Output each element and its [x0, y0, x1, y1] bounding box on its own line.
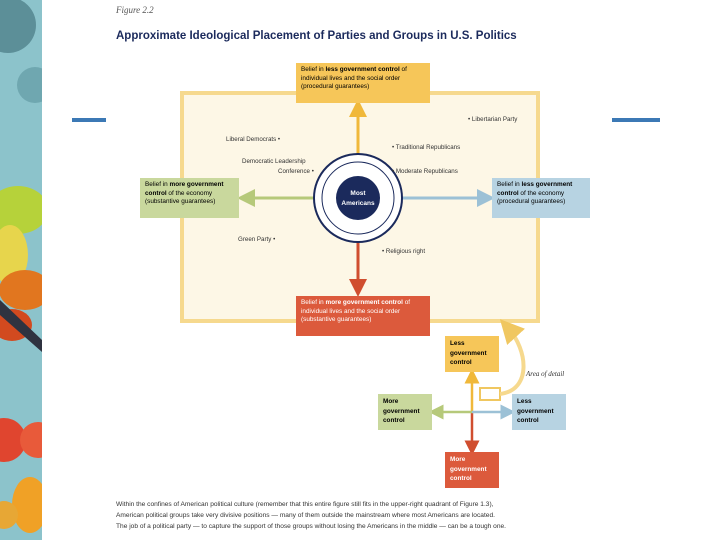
decorative-side-image: [0, 0, 42, 540]
center-circle: [336, 176, 380, 220]
group-religious-right: • Religious right: [382, 248, 426, 255]
detail-box-right: Less government control: [512, 394, 566, 430]
axis-box-right: Belief in less government control of the…: [492, 178, 590, 218]
accent-line-right: [612, 118, 660, 122]
group-dlc-line1: Democratic Leadership: [242, 158, 306, 165]
detail-box-left: More government control: [378, 394, 432, 430]
figure-title: Approximate Ideological Placement of Par…: [116, 30, 517, 42]
center-label-line1: Most: [350, 190, 366, 197]
axis-box-left: Belief in more government control of the…: [140, 178, 239, 218]
group-liberal-democrats: Liberal Democrats •: [226, 136, 281, 143]
group-dlc-line2: Conference •: [278, 168, 314, 175]
group-libertarian-party: • Libertarian Party: [468, 116, 518, 123]
axis-box-bottom: Belief in more government control of ind…: [296, 296, 430, 336]
group-moderate-republicans: • Moderate Republicans: [392, 168, 458, 175]
detail-box-top: Less government control: [445, 336, 499, 372]
group-traditional-republicans: • Traditional Republicans: [392, 144, 461, 151]
figure-label: Figure 2.2: [116, 5, 154, 15]
accent-line-left: [72, 118, 106, 122]
figure-caption: Within the confines of American politica…: [116, 500, 616, 533]
caption-line-3: The job of a political party — to captur…: [116, 522, 506, 530]
detail-curve-arrow: [499, 319, 526, 396]
detail-area-label: Area of detail: [526, 370, 565, 378]
caption-line-2: American political groups take very divi…: [116, 511, 495, 519]
center-label-line2: Americans: [341, 200, 375, 207]
detail-box-bottom: More government control: [445, 452, 499, 488]
axis-box-top: Belief in less government control of ind…: [296, 63, 430, 103]
detail-area-box: [479, 387, 501, 401]
caption-line-1: Within the confines of American politica…: [116, 501, 494, 508]
group-green-party: Green Party •: [238, 236, 276, 243]
